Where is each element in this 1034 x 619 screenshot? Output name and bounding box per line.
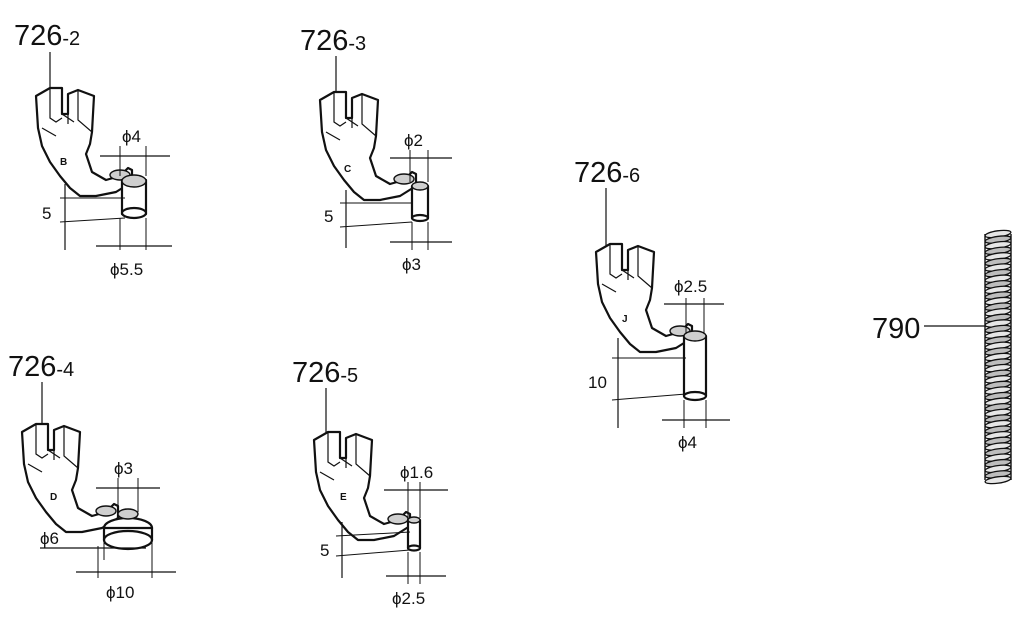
- height-726-6: 10: [588, 373, 607, 392]
- side-diameter-726-4: ϕ6: [40, 529, 59, 548]
- part-number-726-5: 726-5: [292, 357, 358, 389]
- top-diameter-726-3: ϕ2: [404, 131, 423, 150]
- bottom-diameter-726-2: ϕ5.5: [110, 260, 143, 279]
- bottom-diameter-726-4: ϕ10: [106, 583, 134, 602]
- part-726-3: 726-3 C ϕ2 5 ϕ3: [300, 25, 452, 274]
- bottom-diameter-726-6: ϕ4: [678, 433, 697, 452]
- top-diameter-726-5: ϕ1.6: [400, 463, 433, 482]
- variant-letter-b: B: [60, 157, 67, 168]
- part-726-5: 726-5 E ϕ1.6 5 ϕ2.5: [292, 357, 448, 608]
- variant-letter-c: C: [344, 164, 351, 175]
- part-number-726-3: 726-3: [300, 25, 366, 57]
- part-number-790: 790: [872, 313, 920, 345]
- variant-letter-j: J: [622, 314, 628, 325]
- top-diameter-726-2: ϕ4: [122, 127, 141, 146]
- coil-spring: [984, 229, 1012, 485]
- height-726-3: 5: [324, 207, 333, 226]
- top-diameter-726-6: ϕ2.5: [674, 277, 707, 296]
- spring-coil-turn: [984, 475, 1012, 485]
- bottom-diameter-726-3: ϕ3: [402, 255, 421, 274]
- part-726-4: 726-4 D ϕ3 ϕ6 ϕ10: [8, 351, 176, 602]
- part-726-6: 726-6 J ϕ2.5 10 ϕ4: [574, 157, 730, 452]
- top-diameter-726-4: ϕ3: [114, 459, 133, 478]
- height-726-5: 5: [320, 541, 329, 560]
- bottom-diameter-726-5: ϕ2.5: [392, 589, 425, 608]
- variant-letter-d: D: [50, 492, 57, 503]
- height-726-2: 5: [42, 204, 51, 223]
- variant-letter-e: E: [340, 492, 347, 503]
- spring-790: 790: [872, 229, 1012, 485]
- part-726-2: 726-2 B ϕ4 5 ϕ5.5: [14, 20, 172, 279]
- part-number-726-6: 726-6: [574, 157, 640, 189]
- part-number-726-2: 726-2: [14, 20, 80, 52]
- part-number-726-4: 726-4: [8, 351, 74, 383]
